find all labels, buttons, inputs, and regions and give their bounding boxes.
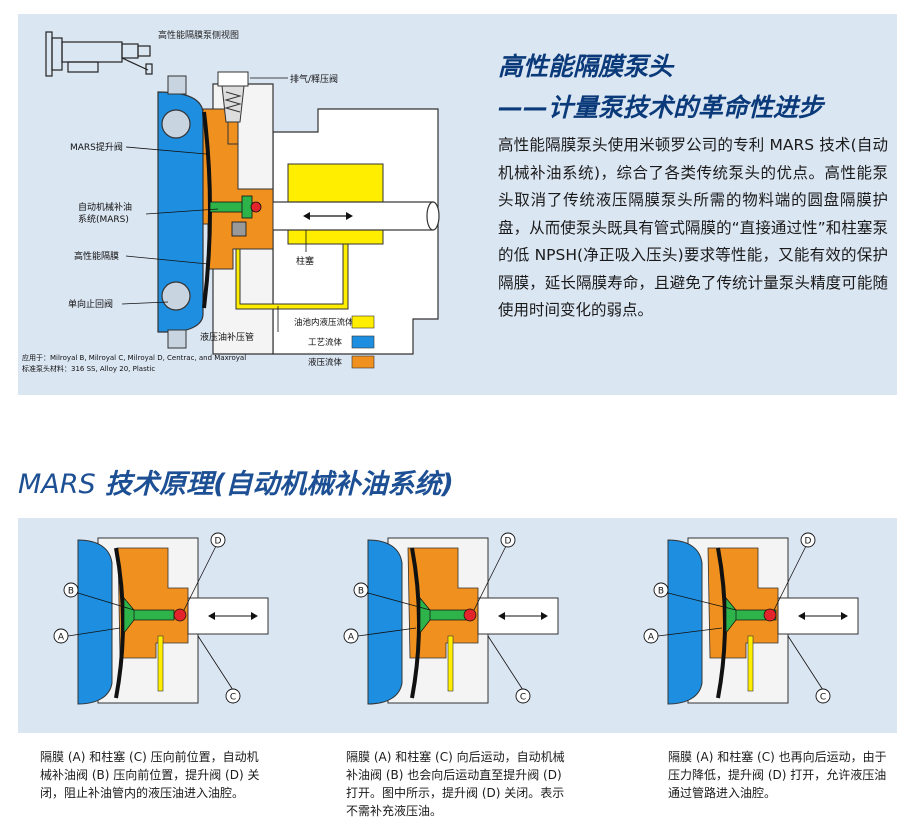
diaphragm: [114, 547, 125, 699]
leader-a: [67, 627, 121, 637]
marker-c-letter: C: [820, 693, 826, 703]
step-caption-1: 隔膜 (A) 和柱塞 (C) 压向前位置，自动机械补油阀 (B) 压向前位置，提…: [40, 750, 260, 800]
label-refill-tube: 液压油补压管: [200, 331, 254, 343]
refill-tube: [747, 635, 754, 692]
leader-d: [473, 545, 507, 611]
mars-valve-head: [419, 597, 431, 635]
leader-c: [197, 635, 234, 691]
plunger-arrow-left: [798, 612, 805, 620]
plunger-arrow-right: [541, 612, 548, 620]
marker-a-circle: [643, 628, 659, 644]
step-diagram-2: B A D C: [343, 532, 559, 705]
marker-d-letter: D: [215, 537, 222, 547]
legend-swatch-reservoir: [351, 315, 375, 329]
refill-tube: [157, 635, 164, 692]
marker-a-circle: [343, 628, 359, 644]
mars-valve-head: [725, 597, 737, 635]
marker-b-letter: B: [68, 587, 74, 597]
leader-b: [667, 592, 737, 611]
marker-b-circle: [353, 582, 369, 598]
marker-b-letter: B: [358, 587, 364, 597]
leader-a: [657, 627, 723, 637]
marker-b-letter: B: [658, 587, 664, 597]
process-fluid: [77, 539, 113, 705]
leader-c: [487, 635, 524, 691]
applies-to-line: 应用于：Milroyal B, Milroyal C, Milroyal D, …: [22, 353, 246, 362]
marker-c-letter: C: [520, 693, 526, 703]
section-title-rest: 技术原理(自动机械补油系统): [95, 469, 454, 500]
header-body-text: 高性能隔膜泵头使用米顿罗公司的专利 MARS 技术(自动机械补油系统)，综合了各…: [498, 136, 888, 319]
plunger-arrow-right: [841, 612, 848, 620]
marker-c-circle: [815, 688, 831, 704]
refill-tube: [447, 635, 454, 692]
leader-d: [183, 545, 217, 611]
diaphragm: [716, 547, 727, 699]
poppet-valve: [463, 608, 477, 622]
process-fluid: [667, 539, 703, 705]
process-fluid: [367, 539, 403, 705]
legend-swatch-hydraulic: [351, 355, 375, 369]
marker-d-letter: D: [505, 537, 512, 547]
refill-tube: [235, 243, 349, 310]
legend-label-process: 工艺流体: [308, 337, 343, 348]
mars-valve-head: [123, 597, 135, 635]
leader-a: [357, 627, 417, 637]
step-caption-2: 隔膜 (A) 和柱塞 (C) 向后运动，自动机械补油阀 (B) 也会向后运动直至…: [346, 750, 565, 818]
marker-a-letter: A: [648, 633, 655, 643]
step-diagram-3: B A D C: [643, 532, 859, 705]
step-caption-3: 隔膜 (A) 和柱塞 (C) 也再向后运动，由于压力降低，提升阀 (D) 打开，…: [668, 750, 887, 800]
pump-cross-section-diagram: 高性能隔膜泵侧视图: [22, 29, 440, 373]
leader-d: [773, 545, 807, 611]
plunger-arrow-left: [498, 612, 505, 620]
marker-a-letter: A: [348, 633, 355, 643]
callout-lines: [121, 77, 307, 332]
label-mars-system-2: 系统(MARS): [78, 213, 129, 225]
side-view-label: 高性能隔膜泵侧视图: [158, 29, 239, 41]
plunger-arrow-right: [251, 612, 258, 620]
marker-b-circle: [63, 582, 79, 598]
label-mars-system-1: 自动机械补油: [78, 201, 132, 213]
header-title-line2: ——计量泵技术的革命性进步: [498, 93, 824, 122]
marker-a-circle: [53, 628, 69, 644]
section-title-prefix: MARS: [18, 469, 96, 500]
hydraulic-chamber: [117, 547, 189, 659]
marker-d-circle: [800, 532, 816, 548]
poppet-valve: [763, 608, 777, 622]
diagram-legend: 油池内液压流体 工艺流体 液压流体: [294, 315, 375, 369]
marker-a-letter: A: [58, 633, 65, 643]
side-view-sketch: [45, 31, 153, 77]
leader-b: [77, 592, 135, 611]
section-title: MARS 技术原理(自动机械补油系统): [18, 462, 454, 501]
leader-b: [367, 592, 431, 611]
mars-valve: [209, 195, 262, 237]
marker-d-circle: [500, 532, 516, 548]
marker-d-circle: [210, 532, 226, 548]
bottom-panel: B A D C B A D C B A D C: [18, 518, 897, 733]
diaphragm: [410, 547, 421, 699]
marker-b-circle: [653, 582, 669, 598]
poppet-valve: [173, 608, 187, 622]
plunger-arrow-left: [208, 612, 215, 620]
label-plunger: 柱塞: [296, 255, 314, 267]
label-mars-valve: MARS提升阀: [70, 142, 123, 153]
materials-line: 标准泵头材料：316 SS, Alloy 20, Plastic: [22, 364, 155, 373]
label-diaphragm: 高性能隔膜: [74, 250, 119, 262]
legend-label-reservoir: 油池内液压流体: [294, 317, 354, 328]
label-vent-valve: 排气/释压阀: [290, 73, 338, 85]
hydraulic-chamber: [202, 108, 274, 270]
top-panel: 高性能隔膜泵侧视图: [18, 14, 897, 395]
legend-swatch-process: [351, 335, 375, 349]
label-check-valve: 单向止回阀: [68, 298, 113, 310]
header-title-line1: 高性能隔膜泵头: [498, 52, 674, 81]
legend-label-hydraulic: 液压流体: [308, 357, 343, 368]
marker-d-letter: D: [805, 537, 812, 547]
marker-c-circle: [225, 688, 241, 704]
leader-c: [787, 635, 824, 691]
plunger: [267, 201, 440, 231]
marker-c-circle: [515, 688, 531, 704]
marker-c-letter: C: [230, 693, 236, 703]
step-diagram-1: B A D C: [53, 532, 269, 705]
hydraulic-chamber: [407, 547, 479, 659]
vent-valve: [217, 71, 249, 145]
